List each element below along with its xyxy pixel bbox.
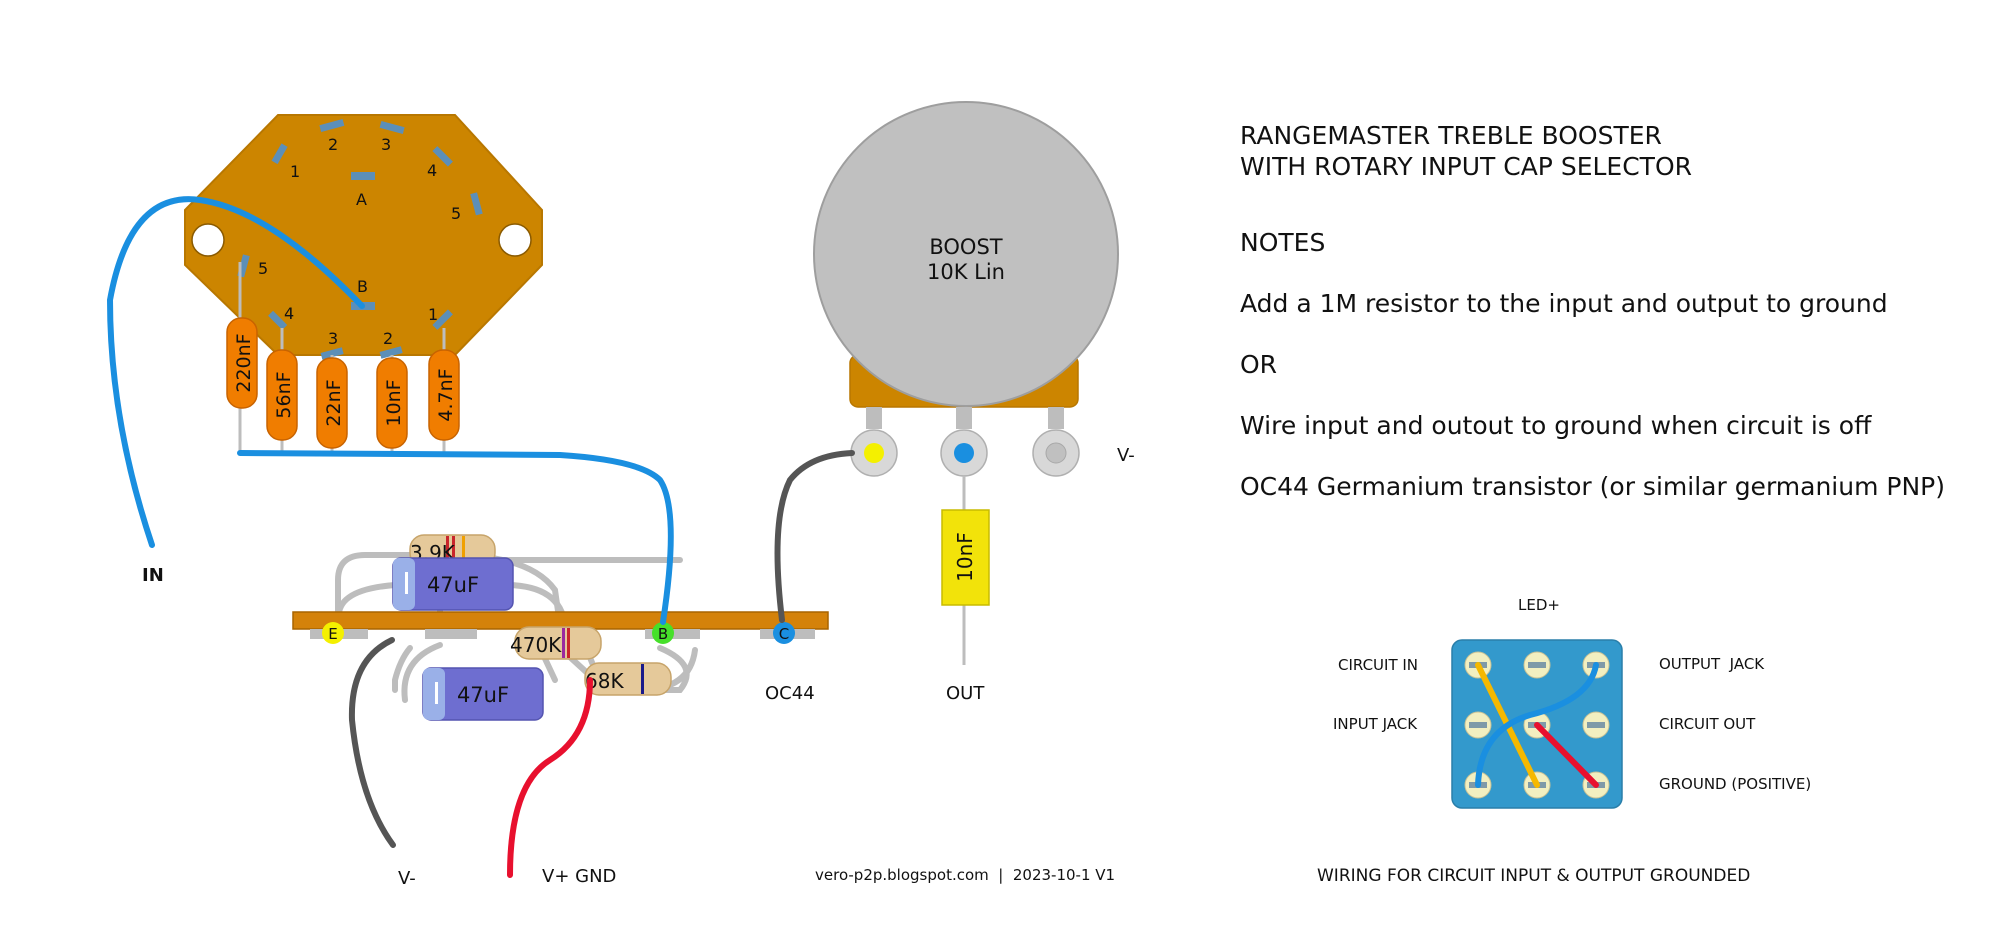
title-line2: WITH ROTARY INPUT CAP SELECTOR bbox=[1240, 152, 1692, 181]
cap-56nf: 56nF bbox=[266, 349, 298, 441]
transistor-label: OC44 bbox=[765, 683, 815, 704]
electrolytic-top: 47uF bbox=[392, 557, 514, 611]
label-b3: 3 bbox=[328, 329, 338, 348]
mount-hole-right bbox=[498, 223, 532, 257]
wire-v-minus bbox=[348, 637, 396, 848]
out-label: OUT bbox=[946, 683, 985, 704]
title-line1: RANGEMASTER TREBLE BOOSTER bbox=[1240, 121, 1662, 150]
fs-ground-label: GROUND (POSITIVE) bbox=[1659, 775, 1811, 793]
lug-a3 bbox=[379, 121, 405, 135]
wire-collector-to-pot bbox=[774, 450, 855, 623]
label-a1: 1 bbox=[290, 162, 300, 181]
footswitch-jumper-blue bbox=[1475, 662, 1599, 788]
rotary-switch: 1 2 3 4 5 A B 5 4 3 2 1 bbox=[184, 114, 543, 360]
boost-pot: BOOST 10K Lin bbox=[813, 101, 1119, 477]
cap-10nf: 10nF bbox=[376, 357, 408, 449]
wire-caps-to-base-blue bbox=[237, 450, 674, 625]
pot-value: 10K Lin bbox=[927, 260, 1005, 284]
lug-a4 bbox=[432, 146, 453, 167]
lug-b4 bbox=[268, 310, 288, 330]
cap-220nf: 220nF bbox=[226, 317, 258, 409]
footswitch-jumper-red bbox=[1534, 722, 1599, 788]
note-or: OR bbox=[1240, 350, 1278, 379]
pot-name: BOOST bbox=[929, 235, 1002, 259]
note-1: Add a 1M resistor to the input and outpu… bbox=[1240, 289, 1888, 318]
in-label: IN bbox=[142, 565, 164, 586]
label-a5: 5 bbox=[451, 204, 461, 223]
label-b4: 4 bbox=[284, 304, 294, 323]
pin-b-label: B bbox=[658, 625, 668, 643]
fs-output-jack-label: OUTPUT JACK bbox=[1659, 655, 1765, 673]
fs-circuit-out-label: CIRCUIT OUT bbox=[1659, 715, 1756, 733]
lug-b1 bbox=[432, 309, 453, 330]
notes-panel: RANGEMASTER TREBLE BOOSTER WITH ROTARY I… bbox=[1240, 120, 1960, 502]
pin-b: B bbox=[652, 622, 674, 644]
cap-4n7f: 4.7nF bbox=[428, 349, 460, 441]
resistor-470k: 470K bbox=[510, 626, 602, 660]
pin-e-label: E bbox=[328, 625, 337, 643]
cap-4n7f-label: 4.7nF bbox=[435, 368, 457, 421]
rotary-switch-body bbox=[184, 114, 543, 356]
output-cap-label: 10nF bbox=[953, 532, 977, 582]
lug-a2 bbox=[319, 119, 345, 133]
electrolytic-bottom: 47uF bbox=[422, 667, 544, 721]
fs-circuit-in-label: CIRCUIT IN bbox=[1338, 656, 1418, 674]
cap-220nf-label: 220nF bbox=[233, 333, 255, 392]
wire-v-plus-red bbox=[507, 677, 593, 878]
cap-10nf-label: 10nF bbox=[383, 379, 405, 426]
note-3: OC44 Germanium transistor (or similar ge… bbox=[1240, 472, 1945, 501]
pot-knob bbox=[813, 101, 1119, 407]
electrolytic-top-label: 47uF bbox=[427, 573, 479, 597]
fs-caption: WIRING FOR CIRCUIT INPUT & OUTPUT GROUND… bbox=[1317, 866, 1750, 886]
label-b1: 1 bbox=[428, 305, 438, 324]
credit-text: vero-p2p.blogspot.com | 2023-10-1 V1 bbox=[815, 866, 1115, 884]
v-minus-label: V- bbox=[398, 868, 416, 889]
lug-b3 bbox=[320, 347, 344, 360]
input-capacitors: 220nF 56nF 22nF 10nF 4.7nF bbox=[226, 317, 460, 449]
lug-a1 bbox=[271, 143, 288, 165]
lug-b2 bbox=[379, 346, 403, 359]
v-plus-gnd-label: V+ GND bbox=[542, 866, 616, 887]
pin-c: C bbox=[773, 622, 795, 644]
fs-input-jack-label: INPUT JACK bbox=[1333, 715, 1418, 733]
output-cap: 10nF bbox=[941, 509, 990, 606]
cap-22nf-label: 22nF bbox=[323, 379, 345, 426]
label-pole-a: A bbox=[356, 190, 367, 209]
lug-a bbox=[351, 172, 375, 180]
resistor-470k-label: 470K bbox=[510, 633, 562, 657]
cap-22nf: 22nF bbox=[316, 357, 348, 449]
note-2: Wire input and outout to ground when cir… bbox=[1240, 411, 1872, 440]
v-minus-pot-label: V- bbox=[1117, 445, 1135, 466]
footswitch bbox=[1451, 639, 1623, 809]
pin-c-label: C bbox=[779, 625, 789, 643]
pin-e: E bbox=[322, 622, 344, 644]
label-a3: 3 bbox=[381, 135, 391, 154]
electrolytic-bottom-label: 47uF bbox=[457, 683, 509, 707]
label-b2: 2 bbox=[383, 329, 393, 348]
mount-hole-left bbox=[191, 223, 225, 257]
lug-a5 bbox=[470, 192, 483, 216]
label-a2: 2 bbox=[328, 135, 338, 154]
label-b5: 5 bbox=[258, 259, 268, 278]
wire-in-blue bbox=[106, 196, 365, 548]
label-a4: 4 bbox=[427, 161, 437, 180]
label-pole-b: B bbox=[357, 277, 368, 296]
notes-heading: NOTES bbox=[1240, 228, 1326, 257]
cap-56nf-label: 56nF bbox=[273, 371, 295, 418]
resistor-68k: 68K bbox=[584, 662, 672, 696]
fs-led-label: LED+ bbox=[1518, 596, 1560, 614]
